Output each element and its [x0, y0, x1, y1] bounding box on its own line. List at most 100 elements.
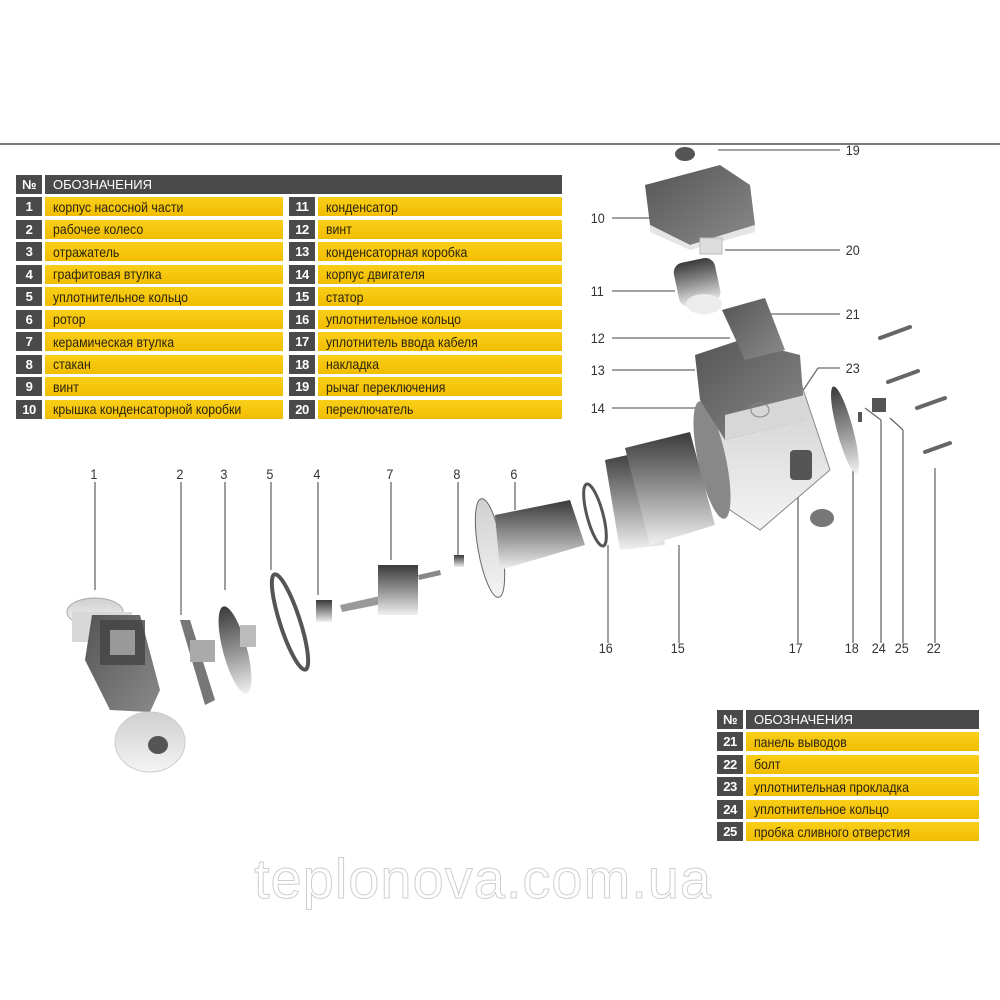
callout-20: 20	[845, 242, 860, 258]
legend-row-num: 14	[289, 264, 315, 284]
part-o-ring-small	[858, 412, 862, 422]
top-divider-line	[0, 143, 1000, 145]
callout-22: 22	[926, 640, 941, 656]
callout-17: 17	[788, 640, 803, 656]
legend-header-num: №	[717, 710, 743, 729]
legend-row-num: 18	[289, 354, 315, 374]
callout-6: 6	[510, 466, 518, 482]
callout-14: 14	[590, 400, 605, 416]
legend-row-label: накладка	[318, 354, 562, 374]
part-impeller	[180, 620, 215, 705]
part-terminal-panel	[722, 298, 785, 360]
part-switch-lever	[675, 147, 695, 161]
legend-row-label: крышка конденсаторной коробки	[45, 399, 283, 419]
callout-7: 7	[386, 466, 394, 482]
legend-row-label: пробка сливного отверстия	[746, 822, 979, 841]
callout-23: 23	[845, 360, 860, 376]
legend-row-num: 2	[16, 219, 42, 239]
callout-13: 13	[590, 362, 605, 378]
legend-row-num: 1	[16, 197, 42, 216]
part-condenser-box	[695, 340, 805, 440]
legend-row-label: уплотнительная прокладка	[746, 777, 979, 796]
legend-row-label: статор	[318, 287, 562, 306]
legend-row-label: ротор	[45, 309, 283, 329]
legend-header: № ОБОЗНАЧЕНИЯ	[16, 175, 562, 194]
callout-8: 8	[453, 466, 461, 482]
legend-row-label: переключатель	[318, 399, 562, 419]
legend-row-label: конденсатор	[318, 197, 562, 216]
legend-row-label: болт	[746, 754, 979, 774]
legend-row-label: графитовая втулка	[45, 264, 283, 284]
legend-row-num: 19	[289, 377, 315, 396]
legend-row-num: 15	[289, 287, 315, 306]
legend-row-num: 9	[16, 377, 42, 396]
legend-row-label: уплотнительное кольцо	[746, 799, 979, 819]
part-graphite-bushing	[316, 600, 332, 622]
callout-16: 16	[598, 640, 613, 656]
legend-row-num: 4	[16, 264, 42, 284]
legend-row-label: панель выводов	[746, 732, 979, 751]
legend-row-label: конденсаторная коробка	[318, 242, 562, 261]
legend-row-num: 13	[289, 242, 315, 261]
callout-18: 18	[844, 640, 859, 656]
legend-row-label: отражатель	[45, 242, 283, 261]
legend-row-label: корпус двигателя	[318, 264, 562, 284]
part-cup	[454, 555, 464, 567]
legend-row-label: рычаг переключения	[318, 377, 562, 396]
part-rotor	[474, 498, 585, 598]
legend-row-label: рабочее колесо	[45, 219, 283, 239]
legend-row-label: стакан	[45, 354, 283, 374]
leader-lines	[94, 149, 936, 643]
legend-row-label: корпус насосной части	[45, 197, 283, 216]
part-pump-housing	[66, 597, 186, 773]
callout-1: 1	[90, 466, 98, 482]
legend-row-label: уплотнитель ввода кабеля	[318, 332, 562, 351]
legend-row-num: 22	[717, 754, 743, 774]
legend-row-label: винт	[318, 219, 562, 239]
callout-3: 3	[220, 466, 228, 482]
legend-row-label: уплотнительное кольцо	[45, 287, 283, 306]
part-capacitor	[673, 257, 722, 314]
legend-row-label: уплотнительное кольцо	[318, 309, 562, 329]
callout-15: 15	[670, 640, 685, 656]
legend-row-label: винт	[45, 377, 283, 396]
part-ceramic-bushing	[340, 565, 441, 615]
part-box-cover	[645, 165, 755, 250]
callout-5: 5	[266, 466, 274, 482]
callout-4: 4	[313, 466, 321, 482]
callout-11: 11	[590, 283, 604, 299]
legend-row-num: 23	[717, 777, 743, 796]
legend-row-num: 16	[289, 309, 315, 329]
legend-row-num: 8	[16, 354, 42, 374]
legend-row-num: 21	[717, 732, 743, 751]
part-stator	[605, 432, 715, 550]
callout-10: 10	[590, 210, 605, 226]
legend-row-num: 11	[289, 197, 315, 216]
part-cover-plate	[831, 386, 859, 474]
legend-row-num: 12	[289, 219, 315, 239]
callout-24: 24	[871, 640, 886, 656]
legend-row-num: 3	[16, 242, 42, 261]
legend-row-num: 6	[16, 309, 42, 329]
